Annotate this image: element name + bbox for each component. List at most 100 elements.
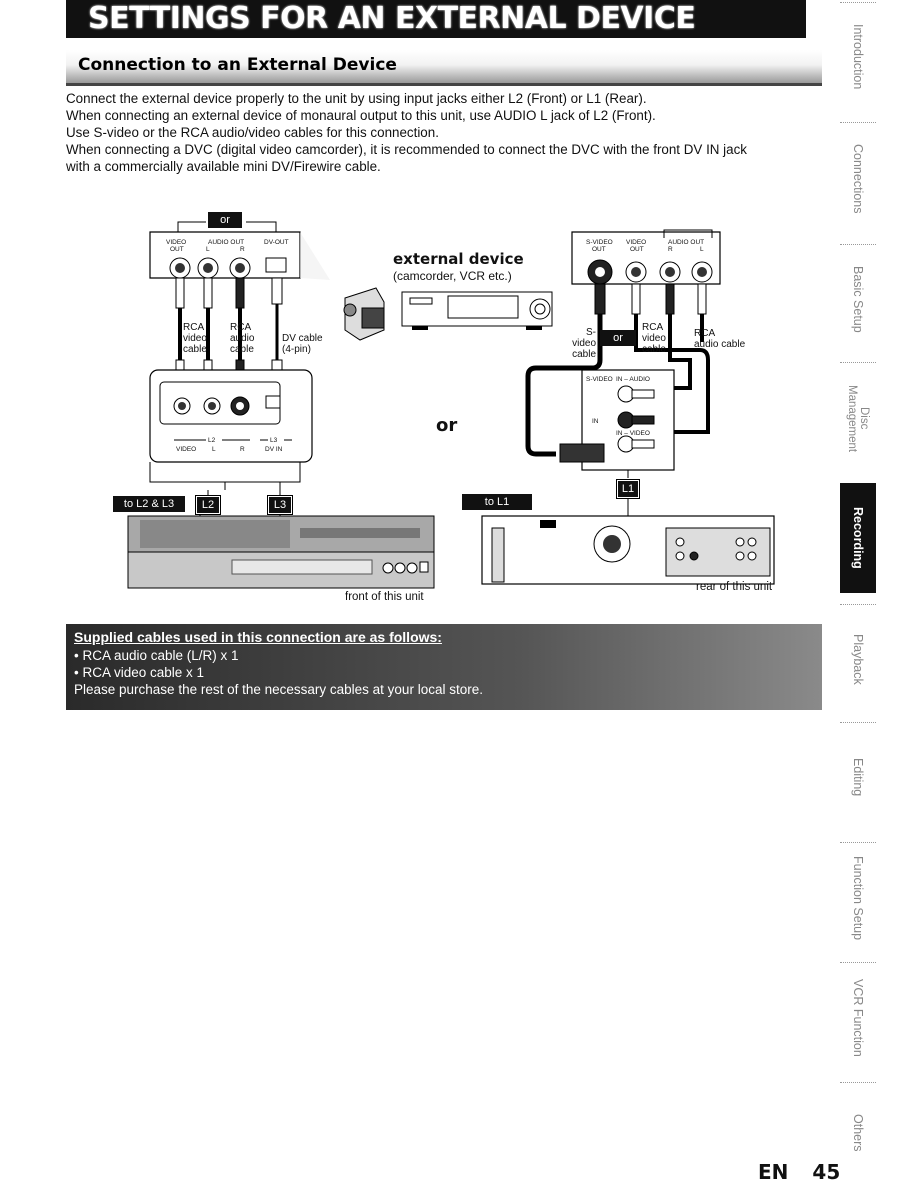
s-video-out-label: S-VIDEO (586, 239, 613, 246)
s-video-cable-label: S-video cable (564, 327, 596, 360)
tab-label: Playback (851, 634, 865, 685)
supplied-cables-heading: Supplied cables used in this connection … (74, 629, 442, 645)
right-device-output-panel (571, 229, 721, 285)
video-out-label-2: OUT (170, 246, 184, 253)
tab-label: Recording (851, 507, 865, 569)
or-label-middle: or (436, 415, 458, 436)
tab-label: Introduction (851, 23, 865, 90)
label-line: audio (230, 333, 255, 344)
rear-in-video-label: IN – VIDEO (616, 430, 650, 437)
tab-introduction[interactable]: Introduction (840, 2, 876, 110)
intro-line: When connecting an external device of mo… (66, 108, 656, 123)
right-audio-out-label: AUDIO OUT (668, 239, 705, 246)
right-audio-r-label: R (668, 246, 673, 253)
left-device-output-panel (149, 221, 330, 280)
tab-function-setup[interactable]: Function Setup (840, 842, 876, 954)
section-heading-text: Connection to an External Device (78, 55, 397, 75)
video-out-label: VIDEO (166, 239, 187, 246)
dv-cable-label: DV cable (4-pin) (282, 333, 323, 355)
label-line: (4-pin) (282, 344, 311, 355)
rear-unit-illustration (481, 494, 775, 585)
front-unit-illustration (127, 500, 435, 589)
diagram-drawing (127, 221, 775, 589)
tab-recording[interactable]: Recording (840, 483, 876, 593)
right-rca-video-cable-label: RCA video cable (642, 322, 666, 355)
label-line: RCA (694, 328, 716, 339)
to-l2-l3-label: to L2 & L3 (113, 496, 185, 512)
front-jack-panel (149, 369, 313, 500)
external-device-subtitle: (camcorder, VCR etc.) (393, 269, 512, 283)
l3-jack-group-label: L3 (270, 437, 278, 444)
page-title-bar: SETTINGS FOR AN EXTERNAL DEVICE (66, 0, 806, 38)
l2-badge: L2 (195, 495, 221, 515)
right-audio-l-label: L (700, 246, 704, 253)
tab-label: Basic Setup (851, 266, 865, 333)
label-line: cable (183, 344, 207, 355)
front-video-label: VIDEO (176, 446, 197, 453)
front-r-label: R (240, 446, 245, 453)
tab-label: VCR Function (851, 978, 865, 1057)
s-video-out-label-2: OUT (592, 246, 606, 253)
label-line: video (183, 333, 207, 344)
rca-video-cable-label: RCA video cable (183, 322, 207, 355)
to-l1-label: to L1 (462, 494, 532, 510)
front-of-unit-caption: front of this unit (345, 591, 424, 603)
right-rca-audio-cable-label: RCA audio cable (694, 328, 745, 350)
rear-in-audio-label: IN – AUDIO (616, 376, 650, 383)
tab-disc-management[interactable]: Disc Management (840, 362, 876, 474)
page-title: SETTINGS FOR AN EXTERNAL DEVICE (88, 1, 696, 36)
intro-line: When connecting a DVC (digital video cam… (66, 142, 747, 157)
tab-label: Function Setup (851, 856, 865, 941)
supplied-cables-note: Please purchase the rest of the necessar… (74, 682, 483, 697)
page-number: 45 (812, 1160, 841, 1184)
tab-label: Others (851, 1113, 865, 1152)
l2-jack-group-label: L2 (208, 437, 216, 444)
rear-in-label: IN (592, 418, 599, 425)
label-line: S-video (572, 327, 596, 349)
audio-out-label: AUDIO OUT (208, 239, 245, 246)
right-video-out-label: OUT (630, 246, 644, 253)
tab-connections[interactable]: Connections (840, 122, 876, 234)
label-line: RCA (183, 322, 205, 333)
connection-diagram: or VIDEO OUT AUDIO OUT L R DV-OUT extern… (0, 210, 830, 610)
label-line: DV cable (282, 333, 323, 344)
tab-label: Editing (851, 758, 865, 797)
intro-line: Connect the external device properly to … (66, 91, 647, 106)
tab-basic-setup[interactable]: Basic Setup (840, 244, 876, 354)
intro-text: Connect the external device properly to … (66, 90, 811, 175)
rear-of-unit-caption: rear of this unit (696, 581, 773, 593)
label-line: cable (572, 349, 596, 360)
supplied-cables-box: Supplied cables used in this connection … (66, 624, 822, 710)
l1-badge: L1 (616, 479, 640, 499)
external-device-title: external device (393, 250, 524, 268)
label-line: RCA (230, 322, 252, 333)
tab-others[interactable]: Others (840, 1082, 876, 1182)
or-label-top: or (208, 212, 242, 228)
page-footer: EN 45 (758, 1160, 840, 1184)
vcr-icon (401, 291, 553, 330)
right-video-label: VIDEO (626, 239, 647, 246)
label-line: cable (230, 344, 254, 355)
section-heading: Connection to an External Device (66, 50, 822, 86)
language-code: EN (758, 1160, 789, 1184)
supplied-cable-item: • RCA audio cable (L/R) x 1 (74, 648, 239, 663)
tab-vcr-function[interactable]: VCR Function (840, 962, 876, 1072)
front-l-label: L (212, 446, 216, 453)
label-line: cable (642, 344, 666, 355)
audio-l-label: L (206, 246, 210, 253)
rear-s-video-label: S-VIDEO (586, 376, 613, 383)
supplied-cable-item: • RCA video cable x 1 (74, 665, 205, 680)
or-label-cables: or (600, 330, 636, 346)
tab-editing[interactable]: Editing (840, 722, 876, 832)
l3-badge: L3 (267, 495, 293, 515)
audio-r-label: R (240, 246, 245, 253)
tab-label: Management (846, 384, 858, 453)
rca-audio-cable-label: RCA audio cable (230, 322, 254, 355)
intro-line: Use S-video or the RCA audio/video cable… (66, 125, 439, 140)
rear-jack-panel (559, 369, 675, 478)
tab-label: Disc (858, 407, 870, 430)
tab-playback[interactable]: Playback (840, 604, 876, 714)
intro-line: with a commercially available mini DV/Fi… (66, 159, 381, 174)
tab-label: Connections (851, 143, 865, 214)
label-line: video (642, 333, 666, 344)
